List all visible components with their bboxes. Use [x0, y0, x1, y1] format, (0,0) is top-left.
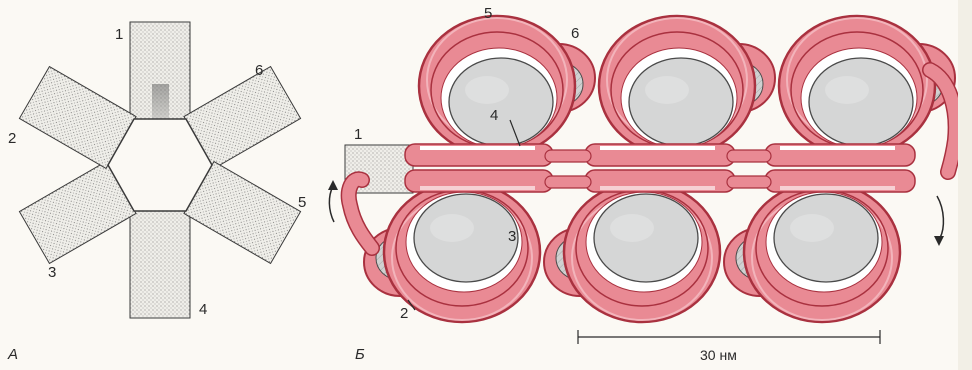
upper-nucleosome-3 [779, 16, 955, 156]
label-b-2: 2 [400, 306, 408, 321]
label-a-5: 5 [298, 195, 306, 210]
label-b-3: 3 [508, 229, 516, 244]
upper-nucleosome-1 [419, 16, 595, 156]
label-b-4: 4 [490, 108, 498, 123]
upper-nucleosome-2 [599, 16, 775, 156]
upper-nucleosome-row [419, 16, 955, 156]
lower-nucleosome-row [364, 182, 900, 322]
panel-letter-b: Б [355, 346, 365, 363]
solenoid-side-view [328, 16, 956, 344]
page-edge [958, 0, 972, 370]
scale-bar-label: 30 нм [700, 347, 737, 363]
panel-letter-a: А [8, 346, 18, 363]
label-b-1: 1 [354, 127, 362, 142]
nucleosome-block-4 [130, 210, 190, 318]
lower-nucleosome-2 [544, 182, 720, 322]
label-a-6: 6 [255, 63, 263, 78]
scale-bar [578, 330, 880, 344]
rotation-arrow-right [934, 196, 944, 246]
label-b-6: 6 [571, 26, 579, 41]
lower-nucleosome-3 [724, 182, 900, 322]
label-a-4: 4 [199, 302, 207, 317]
label-a-3: 3 [48, 265, 56, 280]
label-a-1: 1 [115, 27, 123, 42]
rotation-arrow-left [328, 180, 338, 222]
label-a-2: 2 [8, 131, 16, 146]
lower-nucleosome-1 [364, 182, 540, 322]
label-b-5: 5 [484, 6, 492, 21]
linker-dna-bands [405, 144, 915, 192]
